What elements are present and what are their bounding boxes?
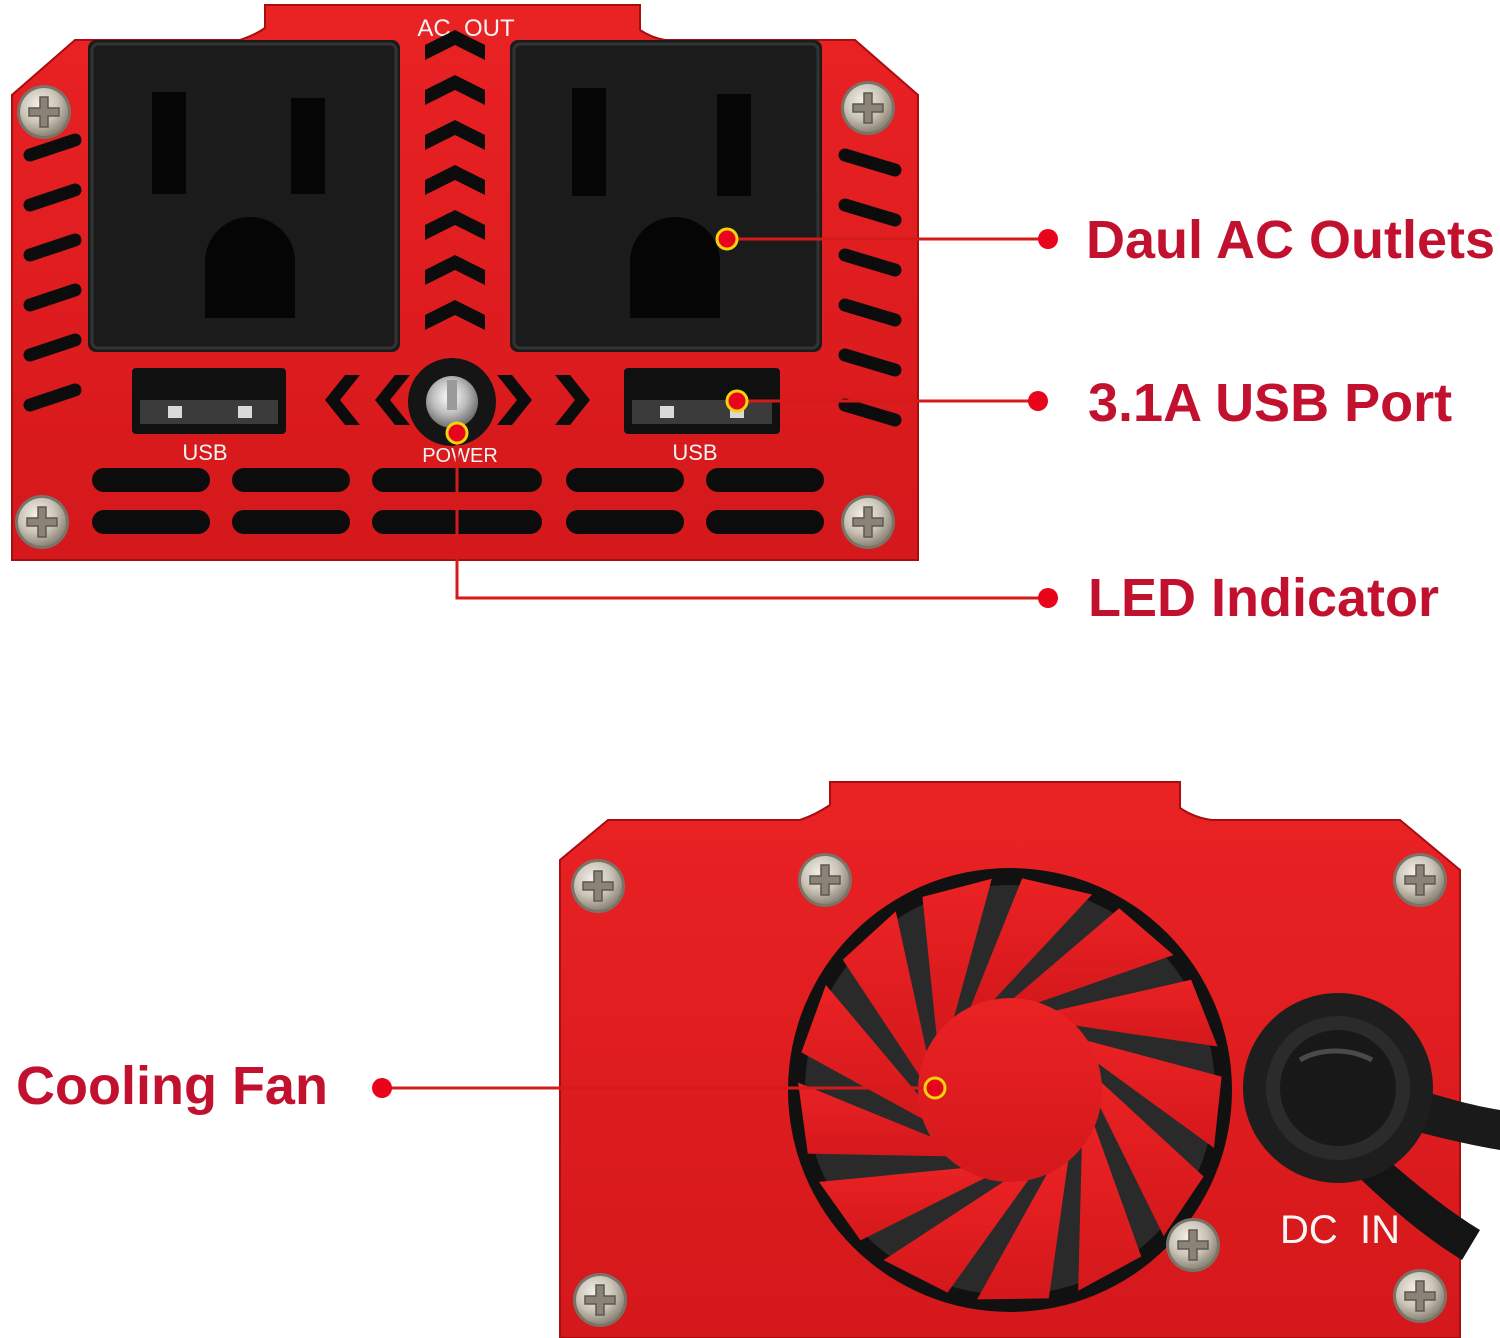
usb-right-label: USB (672, 440, 717, 465)
screw-icon (797, 852, 853, 908)
fan-blade (1009, 908, 1174, 1005)
screw-icon (1392, 852, 1448, 908)
ac-outlet-right (510, 40, 822, 352)
front-panel: AC OUT (11, 4, 919, 561)
fan-blade (968, 878, 1093, 1013)
screw-icon (14, 494, 70, 550)
fan-blade (842, 911, 929, 1081)
cooling-fan (788, 868, 1232, 1312)
fan-blade (798, 1082, 953, 1157)
screw-icon (570, 858, 626, 914)
screw-icon (840, 80, 896, 136)
screw-icon (16, 84, 72, 140)
power-label: POWER (422, 445, 498, 467)
fan-blade (977, 1155, 1069, 1300)
callout-lines (382, 237, 1048, 1090)
callout-label-led-indicator: LED Indicator (1088, 568, 1440, 628)
usb-left-label: USB (182, 440, 227, 465)
fan-blade (883, 1175, 1032, 1293)
fan-blade (922, 878, 992, 1041)
callout-label-usb-port: 3.1A USB Port (1088, 373, 1453, 433)
ac-outlet-left (88, 40, 400, 352)
dc-in-label: DC IN (1280, 1208, 1400, 1252)
fan-blade (1097, 1078, 1204, 1237)
back-panel: DC IN (559, 781, 1500, 1338)
fan-blade (818, 1167, 990, 1241)
side-vents-right (838, 148, 902, 427)
usb-port-left (132, 368, 286, 434)
power-chevrons (325, 375, 590, 425)
callout-label-cooling-fan: Cooling Fan (16, 1056, 328, 1116)
usb-port-right (624, 368, 780, 434)
callout-label-ac-outlets: Daul AC Outlets (1086, 210, 1496, 270)
dc-input-cable (1243, 993, 1500, 1260)
center-vents (425, 30, 485, 330)
screw-icon (1165, 1217, 1221, 1273)
screw-icon (572, 1272, 628, 1328)
power-led-knob (408, 358, 496, 446)
screw-icon (1392, 1268, 1448, 1324)
fan-blade (1078, 1120, 1142, 1291)
fan-blade (1050, 979, 1218, 1047)
side-vents-left (23, 133, 82, 412)
callout-dots (372, 227, 1058, 1100)
fan-blade (1081, 1039, 1222, 1148)
screw-icon (840, 494, 896, 550)
